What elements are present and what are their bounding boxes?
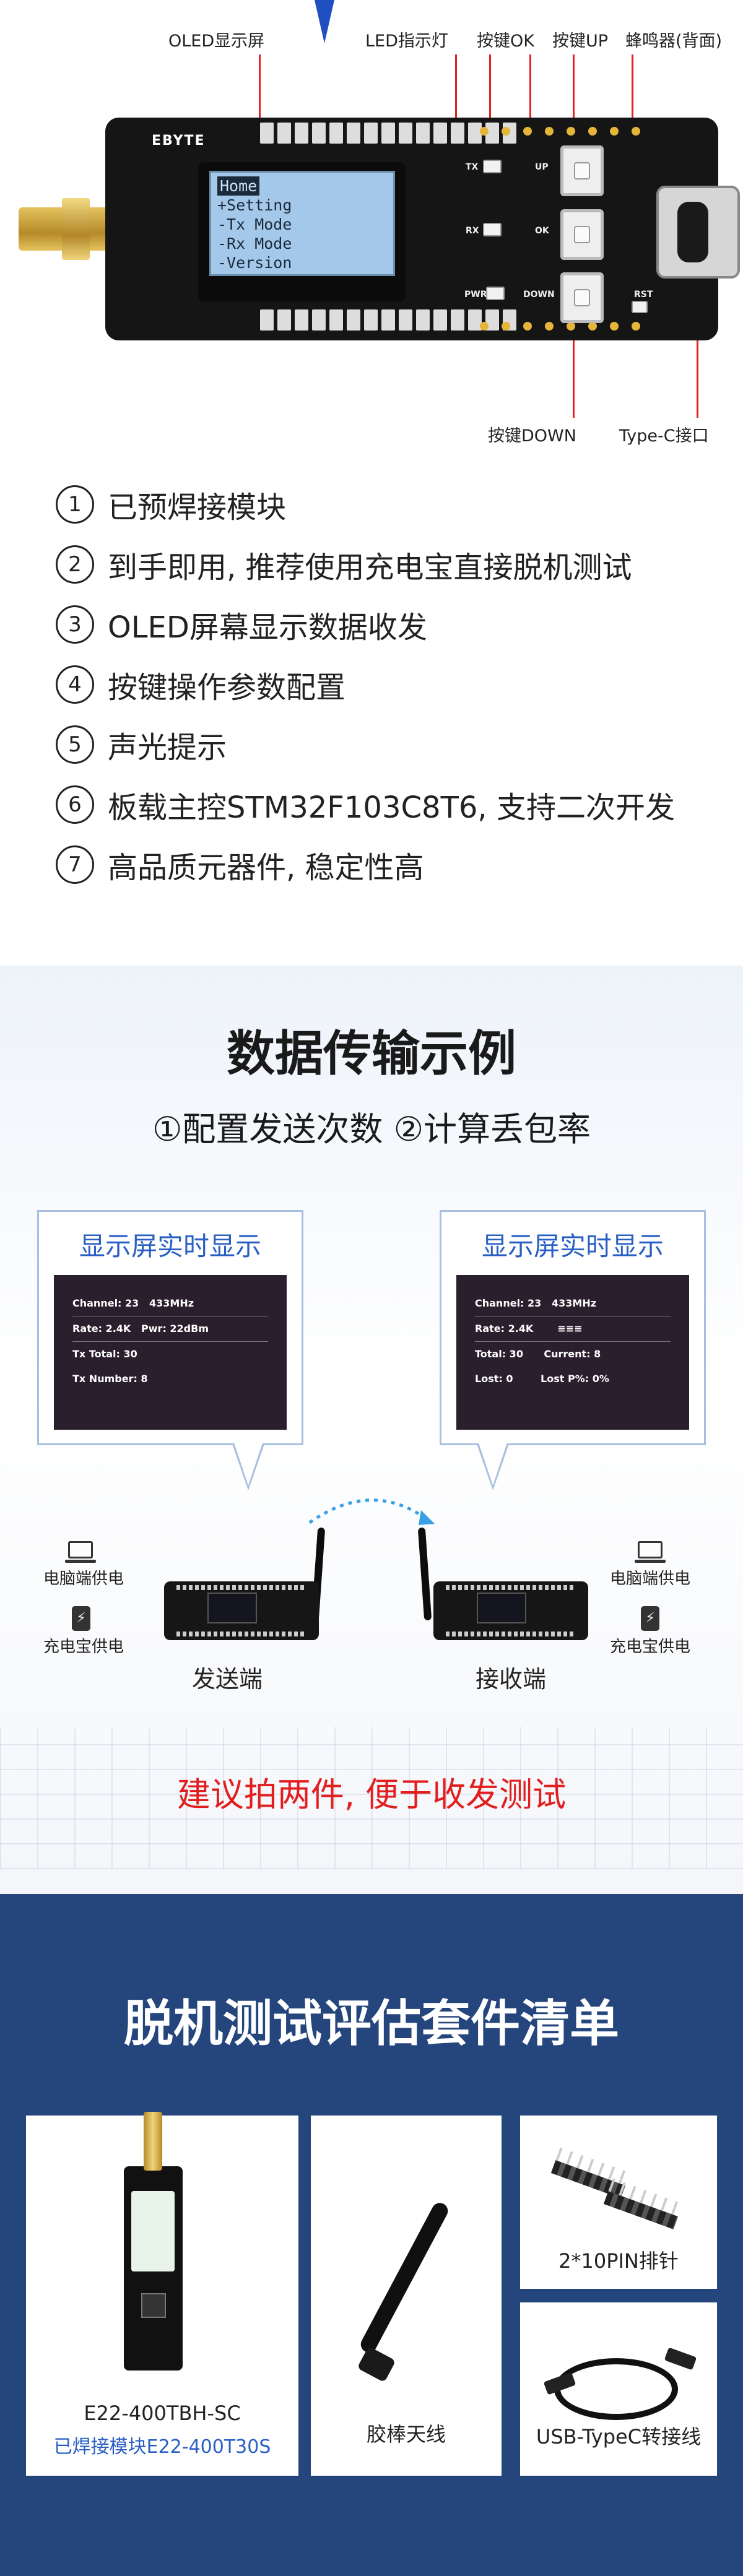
power-pc-label: 电脑端供电 [43,1570,124,1588]
sender-board-icon [164,1581,319,1640]
gold-pad [588,322,597,331]
gold-pad [502,322,510,331]
callout-ok: 按键OK [477,32,534,51]
silk-rx: RX [466,226,479,236]
transfer-subtitle: ①配置发送次数 ②计算丢包率 [152,1110,591,1149]
oled-line-home: Home [217,176,260,196]
top-arrow-icon [315,0,334,43]
silk-down: DOWN [523,290,555,300]
callout-buzzer: 蜂鸣器(背面) [625,32,723,51]
callout-line [697,288,698,418]
gold-pad [545,127,554,136]
transfer-arrow-icon [308,1498,435,1525]
silk-rst: RST [634,290,653,300]
gold-pad [588,127,597,136]
kit-item-name: 2*10PIN排针 [558,2249,679,2273]
power-pc-label: 电脑端供电 [610,1570,691,1588]
oled-line: -Rx Mode [217,235,292,253]
oled-line: +Setting [217,196,292,214]
sma-nut-icon [62,198,90,260]
callout-up: 按键UP [552,32,609,51]
sender-display-panel: 显示屏实时显示 Channel: 23 433MHz Rate: 2.4K Pw… [37,1210,303,1445]
power-bank-icon: ⚡ [72,1606,90,1631]
kit-item-sub: 已焊接模块E22-400T30S [53,2436,271,2458]
gold-pad [610,127,619,136]
callout-line [573,316,575,418]
silk-up: UP [535,162,549,172]
receiver-board-icon [433,1581,588,1640]
receiver-label: 接收端 [476,1666,547,1693]
callout-line [573,54,575,166]
kit-item-name: 胶棒天线 [366,2423,446,2446]
led-rx [483,223,502,236]
usb-cable-icon [554,2358,678,2420]
callout-oled: OLED显示屏 [168,32,265,51]
module-board-icon [124,2112,183,2371]
callout-line [259,54,261,175]
silk-pwr: PWR [464,290,487,300]
pcb-board [105,118,718,340]
power-bank-label: 充电宝供电 [43,1638,124,1656]
callout-line [632,54,633,123]
silk-ok: OK [535,226,549,236]
top-pin-header [260,123,516,144]
sender-label: 发送端 [192,1666,263,1693]
kit-card-antenna: 胶棒天线 [311,2116,502,2476]
silk-tx: TX [466,162,479,172]
callout-down: 按键DOWN [488,426,576,446]
power-bank-icon: ⚡ [641,1606,659,1631]
led-tx [483,160,502,173]
oled-screen: Home +Setting -Tx Mode -Rx Mode -Version [209,171,395,276]
gold-pad [632,127,640,136]
callout-led: LED指示灯 [365,32,448,51]
button-up[interactable] [560,145,604,196]
kit-item-name: USB-TypeC转接线 [536,2425,702,2448]
transfer-title: 数据传输示例 [226,1026,516,1082]
gold-pad [523,127,532,136]
callout-typec: Type-C接口 [619,426,709,446]
power-bank-label: 充电宝供电 [610,1638,691,1656]
kit-item-name: E22-400TBH-SC [84,2401,241,2425]
computer-icon [65,1541,96,1563]
button-down[interactable] [560,272,604,323]
bubble-tail [479,1443,507,1485]
computer-icon [635,1541,666,1563]
bottom-pin-header [260,309,516,331]
gold-pad [567,127,575,136]
sender-oled-screen: Channel: 23 433MHz Rate: 2.4K Pwr: 22dBm… [54,1275,287,1430]
recommend-note: 建议拍两件, 便于收发测试 [176,1775,567,1814]
gold-pad [632,322,640,331]
button-ok[interactable] [560,209,604,260]
led-pwr [486,287,505,300]
receiver-display-panel: 显示屏实时显示 Channel: 23 433MHz Rate: 2.4K ≡≡… [440,1210,706,1445]
gold-pad [545,322,554,331]
bubble-tail [234,1443,263,1485]
gold-pad [480,127,489,136]
gold-pad [502,127,510,136]
gold-pad [480,322,489,331]
gold-pad [610,322,619,331]
gold-pad [567,322,575,331]
callout-line [529,54,531,160]
kit-title: 脱机测试评估套件清单 [124,1995,619,2052]
reset-button[interactable] [632,301,648,313]
oled-line: -Version [217,254,292,272]
receiver-oled-screen: Channel: 23 433MHz Rate: 2.4K ≡≡≡ Total:… [456,1275,689,1430]
panel-title: 显示屏实时显示 [79,1231,261,1261]
perspective-grid [0,1727,743,1869]
ebyte-logo: EBYTE [152,133,206,149]
oled-line: -Tx Mode [217,215,292,233]
panel-title: 显示屏实时显示 [481,1231,664,1261]
typec-port-icon [656,186,740,279]
gold-pad [523,322,532,331]
